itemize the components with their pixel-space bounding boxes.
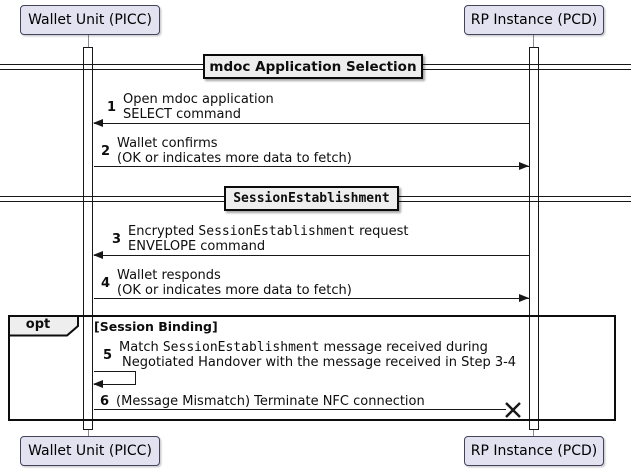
arrow-right-icon bbox=[519, 162, 529, 170]
participant-rp-top: RP Instance (PCD) bbox=[464, 5, 604, 35]
message-number: 6 bbox=[100, 394, 110, 409]
message-5: 5 Match SessionEstablishment message rec… bbox=[103, 340, 516, 370]
message-3-line bbox=[94, 255, 529, 256]
message-3: 3 Encrypted SessionEstablishment request… bbox=[112, 224, 409, 254]
opt-operator-label: opt bbox=[25, 317, 51, 332]
participant-label: Wallet Unit (PICC) bbox=[28, 443, 152, 459]
lifeline-wallet-top bbox=[88, 35, 89, 48]
divider-session-establishment: SessionEstablishment bbox=[224, 186, 399, 211]
message-text: (OK or indicates more data to fetch) bbox=[117, 151, 352, 166]
activation-bar-rp bbox=[529, 47, 539, 430]
lifeline-rp-top bbox=[533, 35, 534, 48]
message-number: 4 bbox=[101, 275, 111, 291]
participant-wallet-bottom: Wallet Unit (PICC) bbox=[20, 436, 160, 466]
message-text: Encrypted SessionEstablishment request bbox=[128, 224, 409, 239]
message-text: (OK or indicates more data to fetch) bbox=[117, 283, 352, 298]
participant-label: RP Instance (PCD) bbox=[470, 443, 598, 459]
arrow-left-icon bbox=[93, 379, 103, 388]
message-5-self-line-bottom bbox=[94, 383, 136, 385]
destroy-x-icon bbox=[505, 402, 521, 418]
message-5-self-line-top bbox=[94, 371, 136, 372]
message-text: Wallet confirms bbox=[117, 136, 218, 151]
message-2-line bbox=[94, 166, 529, 167]
message-number: 3 bbox=[112, 231, 122, 247]
activation-bar-wallet bbox=[83, 47, 93, 430]
message-number: 2 bbox=[101, 143, 111, 159]
message-text: ENVELOPE command bbox=[128, 239, 266, 254]
message-6: 6 (Message Mismatch) Terminate NFC conne… bbox=[100, 394, 425, 409]
participant-rp-bottom: RP Instance (PCD) bbox=[464, 436, 604, 466]
message-6-line bbox=[94, 409, 506, 410]
divider-mdoc-application-selection: mdoc Application Selection bbox=[203, 54, 423, 79]
message-text: Negotiated Handover with the message rec… bbox=[122, 355, 517, 370]
message-text: Match SessionEstablishment message recei… bbox=[119, 340, 488, 355]
message-text: Open mdoc application bbox=[123, 92, 274, 107]
lifeline-wallet-bottom bbox=[88, 429, 89, 437]
message-2: 2 Wallet confirms (OK or indicates more … bbox=[101, 136, 352, 166]
message-4: 4 Wallet responds (OK or indicates more … bbox=[101, 268, 352, 298]
message-5-self-line-side bbox=[135, 371, 136, 384]
opt-guard-label: [Session Binding] bbox=[94, 319, 218, 334]
lifeline-rp-bottom bbox=[533, 429, 534, 437]
arrow-right-icon bbox=[519, 294, 529, 302]
arrow-left-icon bbox=[93, 251, 103, 259]
message-number: 5 bbox=[103, 347, 113, 363]
divider-label: mdoc Application Selection bbox=[209, 58, 417, 75]
message-1: 1 Open mdoc application SELECT command bbox=[107, 92, 274, 122]
message-number: 1 bbox=[107, 99, 117, 115]
message-text: Wallet responds bbox=[117, 268, 221, 283]
message-4-line bbox=[94, 298, 529, 299]
divider-label: SessionEstablishment bbox=[233, 191, 390, 206]
message-text: SELECT command bbox=[123, 107, 242, 122]
participant-label: Wallet Unit (PICC) bbox=[28, 12, 152, 28]
opt-fragment-label-shape bbox=[8, 315, 79, 337]
opt-fragment bbox=[8, 315, 616, 421]
message-text: (Message Mismatch) Terminate NFC connect… bbox=[116, 394, 425, 409]
participant-wallet-top: Wallet Unit (PICC) bbox=[20, 5, 160, 35]
participant-label: RP Instance (PCD) bbox=[470, 12, 598, 28]
arrow-left-icon bbox=[93, 119, 103, 127]
message-1-line bbox=[94, 123, 529, 124]
